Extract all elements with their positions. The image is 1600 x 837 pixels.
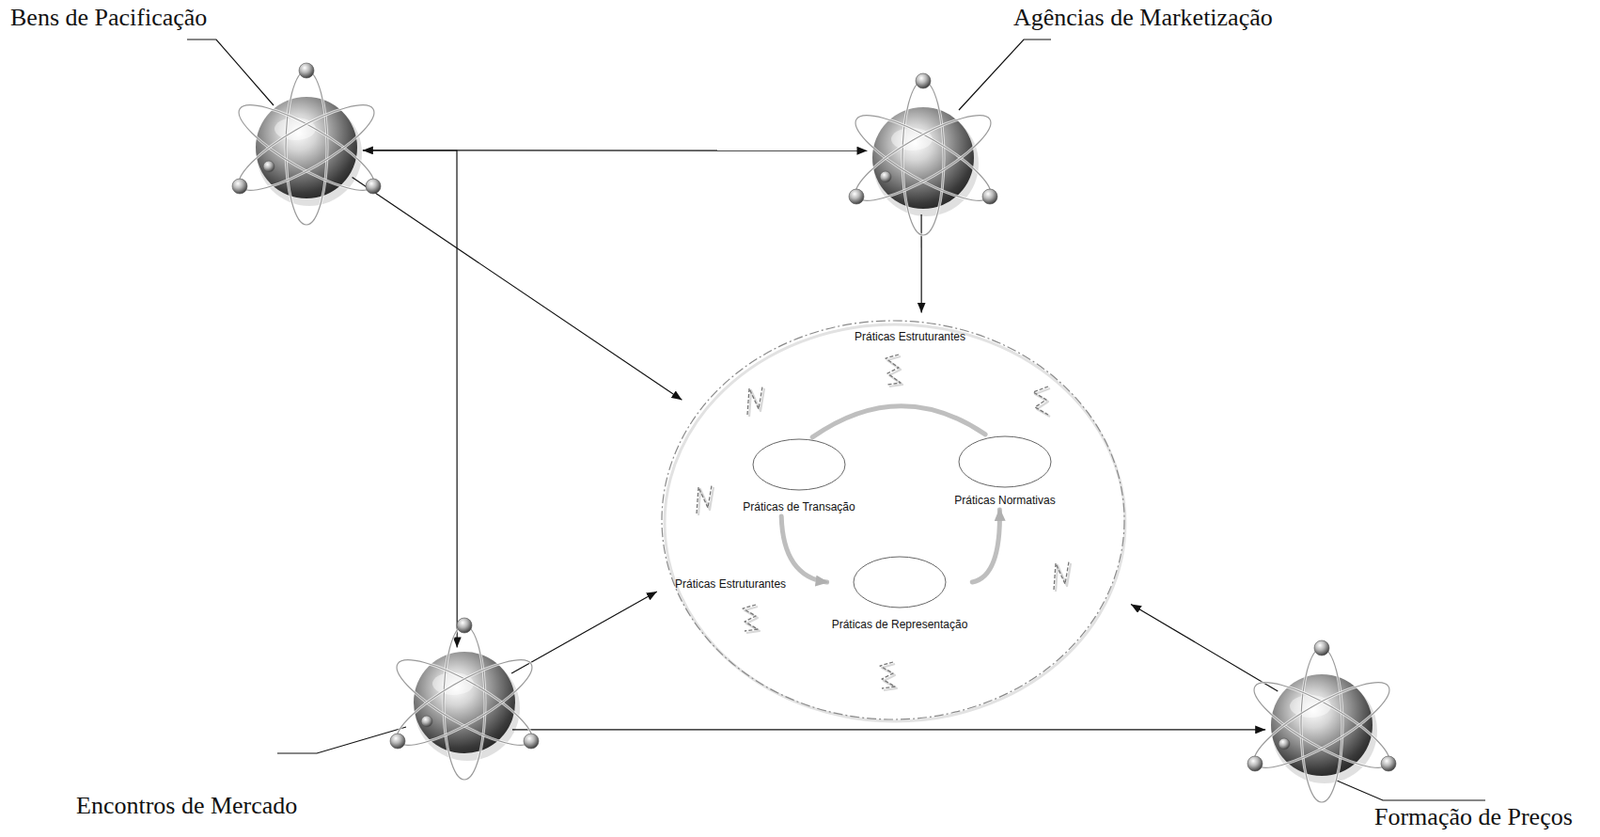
cycle-arc	[812, 406, 986, 438]
leader-lines	[187, 39, 1486, 800]
squiggle	[1053, 561, 1071, 592]
practice-label: Práticas Normativas	[951, 493, 1058, 508]
practice-field: Práticas EstruturantesPráticas Estrutura…	[659, 318, 1127, 722]
squiggle	[747, 386, 765, 417]
practice-ellipse: Práticas de Representação	[829, 555, 972, 632]
squiggle	[1033, 386, 1051, 417]
atom-node: Bens de Pacificação	[253, 94, 360, 201]
leader-line	[1336, 780, 1486, 800]
practice-heading: Práticas Estruturantes	[674, 577, 786, 592]
field-outline	[659, 318, 1127, 722]
atom-label: Agências de Marketização	[1013, 3, 1273, 32]
connector	[511, 591, 658, 674]
squiggle	[742, 604, 760, 633]
squiggle	[696, 485, 714, 516]
connector	[352, 177, 683, 401]
leader-line	[187, 39, 274, 106]
connector	[512, 728, 1266, 730]
atom-node: Encontros de Mercado	[411, 649, 518, 755]
cycle-arc	[781, 516, 827, 582]
squiggle	[885, 354, 903, 387]
practice-label: Práticas de Representação	[829, 617, 972, 632]
practice-ellipse: Práticas Normativas	[951, 435, 1058, 508]
atom-sphere	[829, 63, 1018, 252]
squiggle	[879, 661, 897, 691]
practice-ellipse: Práticas de Transação	[739, 438, 858, 515]
practice-label: Práticas de Transação	[739, 500, 858, 515]
ellipse-outline	[852, 555, 947, 609]
squiggle-marks	[696, 354, 1071, 691]
ellipse-outline	[752, 438, 847, 491]
atom-label: Encontros de Mercado	[76, 791, 298, 820]
connector	[920, 214, 922, 314]
cycle-arc	[972, 509, 1000, 582]
leader-line	[277, 726, 407, 753]
atom-sphere	[370, 608, 559, 797]
atom-label: Formação de Preços	[1374, 802, 1573, 832]
ellipse-outline	[957, 435, 1052, 488]
connector	[362, 150, 457, 648]
atom-node: Formação de Preços	[1269, 672, 1375, 778]
practice-heading: Práticas Estruturantes	[854, 329, 966, 345]
atom-sphere	[212, 53, 401, 242]
connector	[1130, 603, 1278, 691]
atom-label: Bens de Pacificação	[10, 3, 207, 32]
atom-node: Agências de Marketização	[870, 105, 976, 211]
leader-line	[958, 39, 1051, 110]
atom-sphere	[1227, 630, 1416, 819]
